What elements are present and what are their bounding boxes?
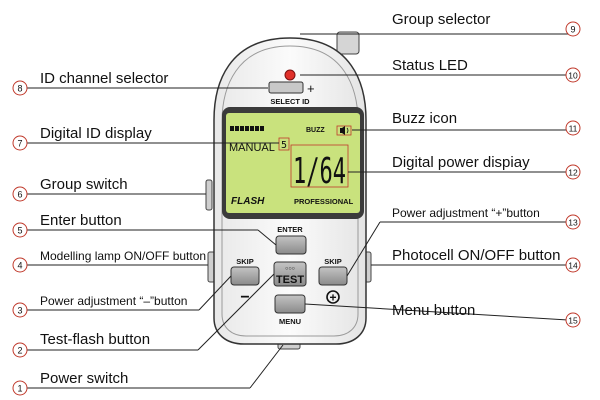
callout-13: 13 Power adjustment “+”button	[392, 206, 581, 230]
callout-12: 12 Digital power dispiay	[392, 154, 581, 180]
group-switch[interactable]	[205, 179, 213, 211]
select-id-label: SELECT ID	[270, 97, 310, 106]
plus-symbol-ring	[326, 290, 340, 304]
callout-14: 14 Photocell ON/OFF button	[392, 247, 581, 273]
leader-lines	[27, 33, 569, 389]
svg-text:Menu button: Menu button	[392, 302, 475, 319]
svg-text:ID channel selector: ID channel selector	[40, 70, 168, 87]
callout-1: 1 Power switch	[12, 370, 128, 396]
svg-text:10: 10	[568, 71, 578, 81]
menu-label: MENU	[279, 317, 301, 326]
menu-button[interactable]	[274, 294, 306, 314]
group-selector[interactable]	[336, 31, 360, 55]
lcd-buzz-text: BUZZ	[306, 127, 325, 134]
svg-text:12: 12	[568, 168, 578, 178]
svg-text:14: 14	[568, 261, 578, 271]
skip-right-label: SKIP	[324, 257, 342, 266]
svg-text:4: 4	[17, 261, 22, 271]
power-minus-button[interactable]	[230, 266, 260, 286]
callout-5: 5 Enter button	[12, 212, 122, 238]
svg-text:13: 13	[568, 218, 578, 228]
svg-text:6: 6	[17, 190, 22, 200]
svg-text:Digital ID display: Digital ID display	[40, 125, 152, 142]
power-plus-button[interactable]	[318, 266, 348, 286]
svg-text:Power adjustment “+”button: Power adjustment “+”button	[392, 206, 540, 220]
svg-text:3: 3	[17, 306, 22, 316]
signal-bars	[230, 126, 264, 131]
svg-text:Group switch: Group switch	[40, 176, 128, 193]
minus-symbol: −	[240, 289, 249, 306]
svg-text:Buzz icon: Buzz icon	[392, 110, 457, 127]
plus-symbol: +	[329, 291, 336, 305]
svg-text:11: 11	[569, 124, 578, 134]
svg-text:1: 1	[17, 384, 22, 394]
svg-text:8: 8	[17, 84, 22, 94]
svg-text:Enter button: Enter button	[40, 212, 122, 229]
skip-left-label: SKIP	[236, 257, 254, 266]
svg-text:9: 9	[570, 25, 575, 35]
callout-10: 10 Status LED	[392, 57, 581, 83]
enter-label: ENTER	[277, 225, 303, 234]
enter-button[interactable]	[275, 235, 307, 255]
svg-text:5: 5	[17, 226, 22, 236]
status-led	[284, 69, 296, 81]
callout-2: 2 Test-flash button	[12, 331, 150, 358]
id-channel-selector[interactable]	[268, 81, 304, 94]
test-label: TEST	[276, 274, 304, 286]
lcd-professional-text: PROFESSIONAL	[294, 197, 354, 206]
svg-text:Modelling lamp ON/OFF button: Modelling lamp ON/OFF button	[40, 249, 206, 263]
select-id-plus: +	[307, 81, 315, 96]
callout-8: 8 ID channel selector	[12, 70, 168, 96]
buzz-speaker-icon	[336, 125, 352, 136]
svg-text:Status LED: Status LED	[392, 57, 468, 74]
callout-9: 15 9 Group selector	[392, 11, 581, 37]
svg-text:Digital power dispiay: Digital power dispiay	[392, 154, 530, 171]
lcd-channel-digit: 5	[281, 140, 287, 151]
lcd-flash-text: FLASH	[231, 196, 265, 207]
svg-text:Power adjustment “–”button: Power adjustment “–”button	[40, 294, 187, 308]
callout-11: 11 Buzz icon	[392, 110, 581, 136]
lcd-mode-text: MANUAL	[229, 142, 275, 154]
svg-text:Power switch: Power switch	[40, 370, 128, 387]
lcd-power-value: 1/64	[293, 151, 346, 192]
svg-text:Photocell ON/OFF button: Photocell ON/OFF button	[392, 247, 560, 264]
callout-4: 4 Modelling lamp ON/OFF button	[12, 249, 206, 273]
lcd-screen	[226, 113, 360, 213]
svg-text:Test-flash button: Test-flash button	[40, 331, 150, 348]
callout-7: 7 Digital ID display	[12, 125, 152, 151]
svg-text:2: 2	[17, 346, 22, 356]
svg-text:Group selector: Group selector	[392, 11, 490, 28]
test-dots: ○○○	[285, 266, 295, 272]
svg-text:15: 15	[568, 316, 578, 326]
callout-6: 6 Group switch	[12, 176, 128, 202]
callout-3: 3 Power adjustment “–”button	[12, 294, 187, 318]
callout-15: 15 Menu button	[392, 302, 581, 328]
svg-text:7: 7	[17, 139, 22, 149]
